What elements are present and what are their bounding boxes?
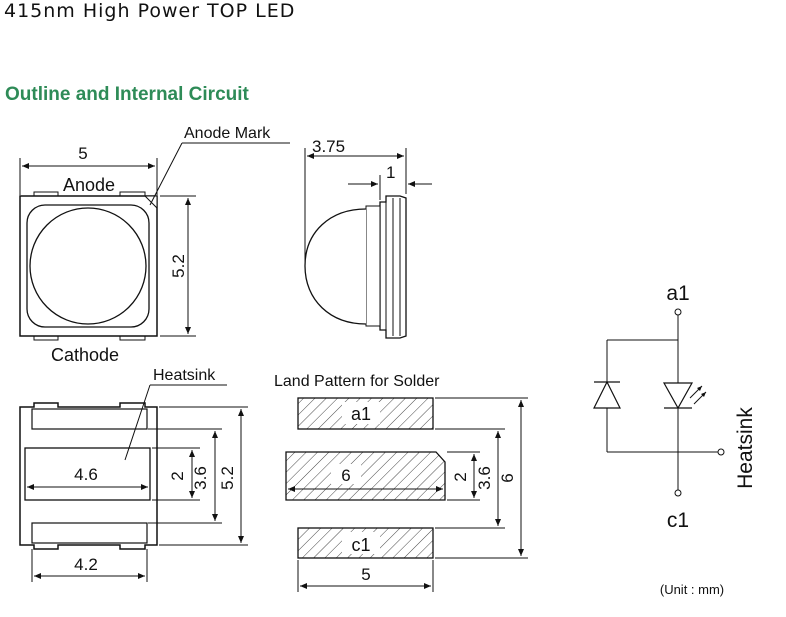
section-title: Outline and Internal Circuit	[5, 84, 249, 105]
heatsink-label: Heatsink	[153, 367, 216, 384]
anode-label: Anode	[63, 175, 115, 195]
led-diode-icon	[662, 382, 694, 410]
bottom-inner-dim: 3.6	[191, 466, 210, 490]
land-inner-dim: 3.6	[475, 466, 494, 490]
land-pattern-title: Land Pattern for Solder	[274, 373, 440, 390]
bottom-total-dim: 5.2	[218, 466, 237, 490]
side-base-dim: 1	[386, 163, 395, 182]
unit-note: (Unit : mm)	[660, 582, 724, 597]
top-width-dim: 5	[78, 144, 87, 163]
land-total-dim: 6	[498, 473, 517, 482]
page-title: 415nm High Power TOP LED	[4, 0, 296, 22]
bottom-gap-dim: 2	[168, 471, 187, 480]
top-view: 5 Anode Anode Mark 5.2 Cathode	[19, 125, 290, 365]
heatsink-width-dim: 4.6	[74, 465, 98, 484]
land-pad-center	[285, 451, 446, 501]
land-width-dim: 5	[361, 565, 370, 584]
land-pad-a1-label: a1	[351, 404, 371, 424]
anode-mark-label: Anode Mark	[184, 125, 271, 142]
circuit-heatsink-label: Heatsink	[734, 407, 757, 489]
circuit-cathode-label: c1	[667, 509, 689, 532]
land-pattern: Land Pattern for Solder a1 6 c1 5 2 3.6 …	[274, 373, 528, 592]
internal-circuit: a1 c1 Heatsink	[593, 282, 757, 532]
land-pad-center-label: 6	[341, 466, 350, 485]
side-depth-dim: 3.75	[312, 137, 345, 156]
land-gap-dim: 2	[451, 472, 470, 481]
cathode-label: Cathode	[51, 345, 119, 365]
top-height-dim: 5.2	[169, 254, 188, 278]
circuit-anode-label: a1	[666, 282, 689, 305]
side-view: 3.75 1	[304, 137, 432, 339]
zener-diode-icon	[593, 380, 621, 409]
land-pad-c1-label: c1	[351, 535, 370, 555]
bottom-view: 4.6 Heatsink 4.2 2 3.6 5.2	[19, 367, 248, 582]
bottom-width-dim: 4.2	[74, 555, 98, 574]
